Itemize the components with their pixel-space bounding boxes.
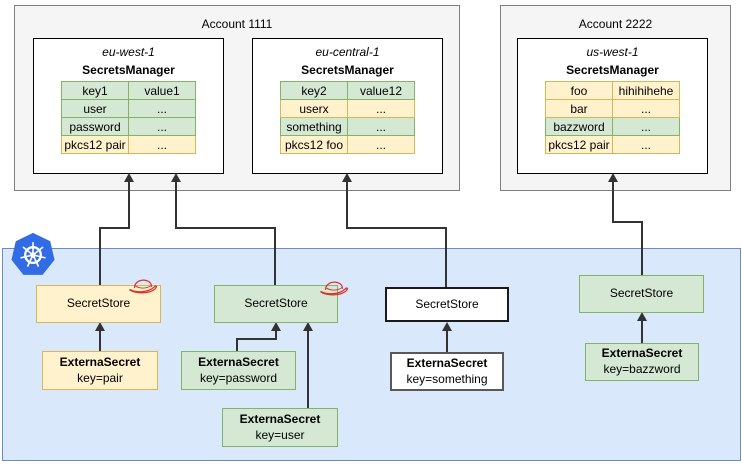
account-title: Account 1111 <box>201 17 273 31</box>
service-name: SecretsManager <box>566 63 659 77</box>
secret-value-cell: hihihihehe <box>612 81 680 100</box>
secret-key-cell: key2 <box>280 81 348 100</box>
external-secret-key: key=pair <box>77 370 123 385</box>
external-secret-key: key=bazzword <box>603 362 681 376</box>
account-title: Account 2222 <box>578 17 653 31</box>
secrets-table: key2 value12 userx ... something ... pkc… <box>280 81 415 154</box>
secret-key-cell: user <box>61 99 129 118</box>
table-row: userx ... <box>280 99 415 118</box>
external-secret-pair: ExternaSecret key=pair <box>42 351 158 390</box>
external-secret-title: ExternaSecret <box>601 346 683 361</box>
region-name: eu-west-1 <box>102 45 155 59</box>
external-secret-password: ExternaSecret key=password <box>181 351 296 390</box>
region-box-eu-central-1: eu-central-1 SecretsManager key2 value12… <box>252 38 443 174</box>
table-row: foo hihihihehe <box>545 81 680 100</box>
external-secret-key: key=user <box>255 427 305 442</box>
secret-store-4: SecretStore <box>579 275 704 313</box>
table-row: pkcs12 pair ... <box>61 135 196 154</box>
secret-store-label: SecretStore <box>66 296 131 311</box>
external-secret-bazzword: ExternaSecret key=bazzword <box>585 343 699 381</box>
secret-store-label: SecretStore <box>244 296 308 311</box>
secret-key-cell: userx <box>280 99 348 118</box>
external-secret-key: key=password <box>199 370 278 385</box>
external-secret-key: key=something <box>406 371 488 386</box>
table-row: password ... <box>61 117 196 136</box>
red-hat-icon <box>317 275 351 298</box>
secret-key-cell: key1 <box>61 81 129 100</box>
secret-value-cell: ... <box>612 135 680 154</box>
secret-store-label: SecretStore <box>609 286 674 301</box>
external-secret-something: ExternaSecret key=something <box>390 352 504 391</box>
secret-value-cell: ... <box>347 135 415 154</box>
external-secret-title: ExternaSecret <box>239 411 321 426</box>
red-hat-icon <box>126 273 160 296</box>
external-secret-title: ExternaSecret <box>406 355 488 370</box>
secret-store-2: SecretStore <box>214 285 338 323</box>
secret-value-cell: ... <box>612 99 680 118</box>
secret-key-cell: pkcs12 foo <box>280 135 348 154</box>
secret-value-cell: ... <box>128 117 196 136</box>
table-row: bar ... <box>545 99 680 118</box>
secret-key-cell: password <box>61 117 129 136</box>
table-row: key2 value12 <box>280 81 415 100</box>
region-name: eu-central-1 <box>315 45 380 59</box>
secret-key-cell: bazzword <box>545 117 613 136</box>
table-row: key1 value1 <box>61 81 196 100</box>
secret-key-cell: pkcs12 pair <box>545 135 613 154</box>
region-box-eu-west-1: eu-west-1 SecretsManager key1 value1 use… <box>33 38 224 174</box>
secret-key-cell: foo <box>545 81 613 100</box>
secret-store-3: SecretStore <box>385 287 509 322</box>
kubernetes-icon <box>9 232 57 278</box>
secrets-table: foo hihihihehe bar ... bazzword ... pkcs… <box>545 81 680 154</box>
secret-value-cell: value12 <box>347 81 415 100</box>
service-name: SecretsManager <box>301 63 394 77</box>
secret-key-cell: pkcs12 pair <box>61 135 129 154</box>
secret-key-cell: something <box>280 117 348 136</box>
secret-value-cell: ... <box>128 135 196 154</box>
secret-value-cell: ... <box>347 99 415 118</box>
secrets-table: key1 value1 user ... password ... pkcs12… <box>61 81 196 154</box>
secret-value-cell: ... <box>612 117 680 136</box>
table-row: pkcs12 pair ... <box>545 135 680 154</box>
region-box-us-west-1: us-west-1 SecretsManager foo hihihihehe … <box>517 38 708 174</box>
service-name: SecretsManager <box>82 63 175 77</box>
secret-value-cell: ... <box>347 117 415 136</box>
external-secret-title: ExternaSecret <box>198 354 279 369</box>
external-secret-title: ExternaSecret <box>59 354 141 369</box>
table-row: user ... <box>61 99 196 118</box>
table-row: pkcs12 foo ... <box>280 135 415 154</box>
secret-key-cell: bar <box>545 99 613 118</box>
secret-store-label: SecretStore <box>415 296 479 311</box>
region-name: us-west-1 <box>586 45 639 59</box>
table-row: something ... <box>280 117 415 136</box>
table-row: bazzword ... <box>545 117 680 136</box>
external-secret-user: ExternaSecret key=user <box>222 408 338 447</box>
secret-value-cell: ... <box>128 99 196 118</box>
secret-value-cell: value1 <box>128 81 196 100</box>
